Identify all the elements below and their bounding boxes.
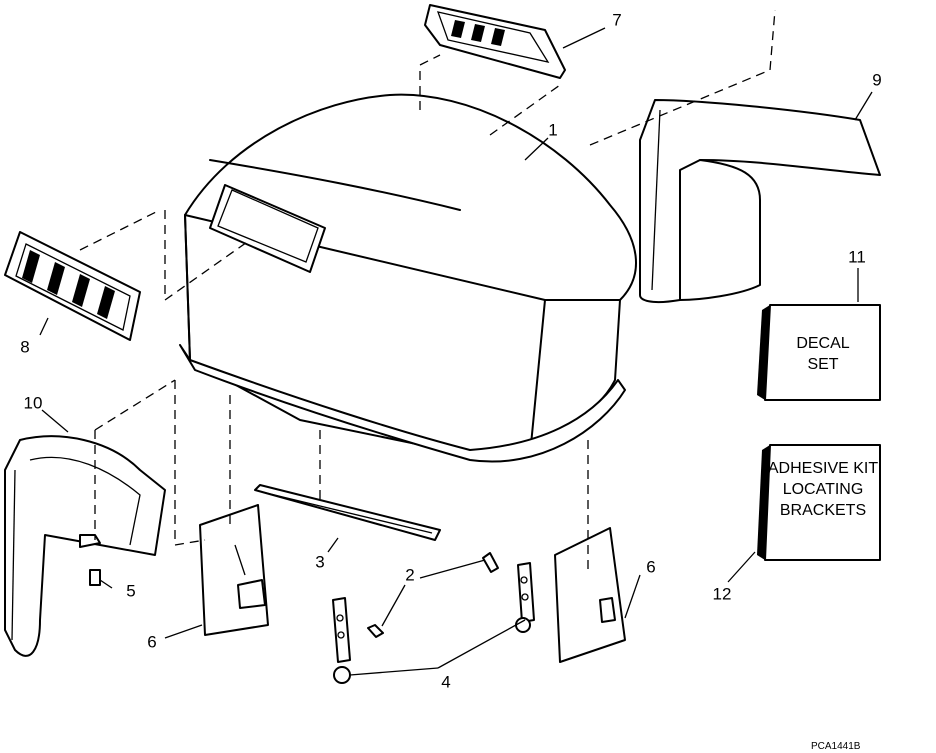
engine-cover-part-1 — [179, 93, 637, 463]
screw-part-2-lower — [367, 624, 384, 638]
seal-strip-part-3 — [254, 484, 441, 541]
callout-6-left: 6 — [147, 633, 156, 652]
callout-10: 10 — [24, 394, 43, 413]
screw-part-5 — [89, 569, 101, 586]
adhesive-box-line-1: ADHESIVE KIT — [768, 460, 878, 477]
callout-9: 9 — [872, 71, 881, 90]
rear-cover-part-9 — [639, 99, 881, 304]
adhesive-kit-box: ADHESIVE KIT LOCATING BRACKETS — [757, 444, 881, 561]
bracket-plate-left-part-6 — [199, 504, 269, 636]
decal-box-line-1: DECAL — [796, 335, 849, 352]
lower-cover-part-10 — [4, 435, 166, 657]
latch-part-4-left — [332, 597, 351, 684]
dashed-assembly-lines — [79, 9, 776, 570]
callout-7: 7 — [612, 11, 621, 30]
callout-12: 12 — [713, 585, 732, 604]
callout-11: 11 — [848, 248, 866, 267]
decal-set-box: DECAL SET — [757, 304, 881, 401]
top-vent-part-7 — [424, 4, 566, 79]
side-vent-part-8 — [4, 231, 141, 341]
latch-part-4-right — [515, 562, 535, 633]
callout-6-right: 6 — [646, 558, 655, 577]
figure-code: PCA1441B — [811, 741, 861, 752]
decal-box-line-2: SET — [807, 356, 838, 373]
callout-5: 5 — [126, 582, 135, 601]
callout-1: 1 — [548, 121, 557, 140]
callout-3: 3 — [315, 553, 324, 572]
bracket-plate-right-part-6 — [554, 527, 626, 663]
adhesive-box-line-2: LOCATING — [783, 481, 864, 498]
callout-8: 8 — [20, 338, 29, 357]
screw-part-2-upper — [482, 552, 499, 573]
adhesive-box-line-3: BRACKETS — [780, 502, 866, 519]
callout-4: 4 — [441, 673, 450, 692]
leader-lines — [39, 27, 873, 676]
callout-2: 2 — [405, 566, 414, 585]
callout-numbers: 1 2 3 4 5 6 6 7 8 9 10 11 12 — [20, 11, 881, 692]
